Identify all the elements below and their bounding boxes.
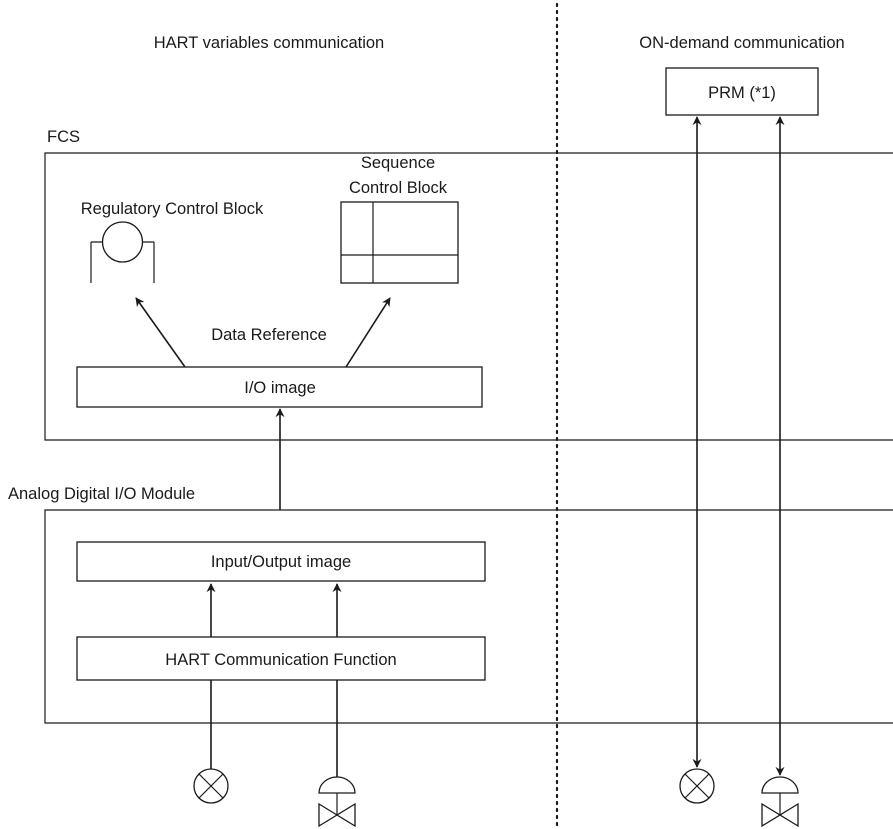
transmitter-icon xyxy=(193,768,229,804)
prm-box xyxy=(665,67,819,116)
prm-label: PRM (*1) xyxy=(708,84,776,102)
input-output-image-box xyxy=(76,541,486,582)
sequence-block-label-line2: Control Block xyxy=(349,179,448,197)
hart-function-box xyxy=(76,636,486,681)
control-valve-icon xyxy=(761,776,799,828)
data-ref-arrow-sequence xyxy=(345,297,391,368)
module-label: Analog Digital I/O Module xyxy=(8,485,195,503)
heading-hart-variables: HART variables communication xyxy=(154,34,384,52)
hart-function-label: HART Communication Function xyxy=(165,651,396,669)
control-valve-icon xyxy=(318,776,356,828)
io-image-label: I/O image xyxy=(244,379,316,397)
sequence-table-icon xyxy=(340,201,459,284)
transmitter-icon xyxy=(679,768,715,804)
fcs-label: FCS xyxy=(47,128,80,146)
regulatory-block-label: Regulatory Control Block xyxy=(81,200,264,218)
data-ref-arrow-regulatory xyxy=(135,297,186,368)
fcs-frame xyxy=(44,152,893,441)
sequence-block-label-line1: Sequence xyxy=(361,154,435,172)
input-output-image-label: Input/Output image xyxy=(211,553,351,571)
io-image-box xyxy=(76,366,483,408)
module-frame xyxy=(44,509,893,724)
data-reference-label: Data Reference xyxy=(211,326,327,344)
heading-on-demand: ON-demand communication xyxy=(639,34,844,52)
regulatory-control-icon xyxy=(90,221,155,283)
